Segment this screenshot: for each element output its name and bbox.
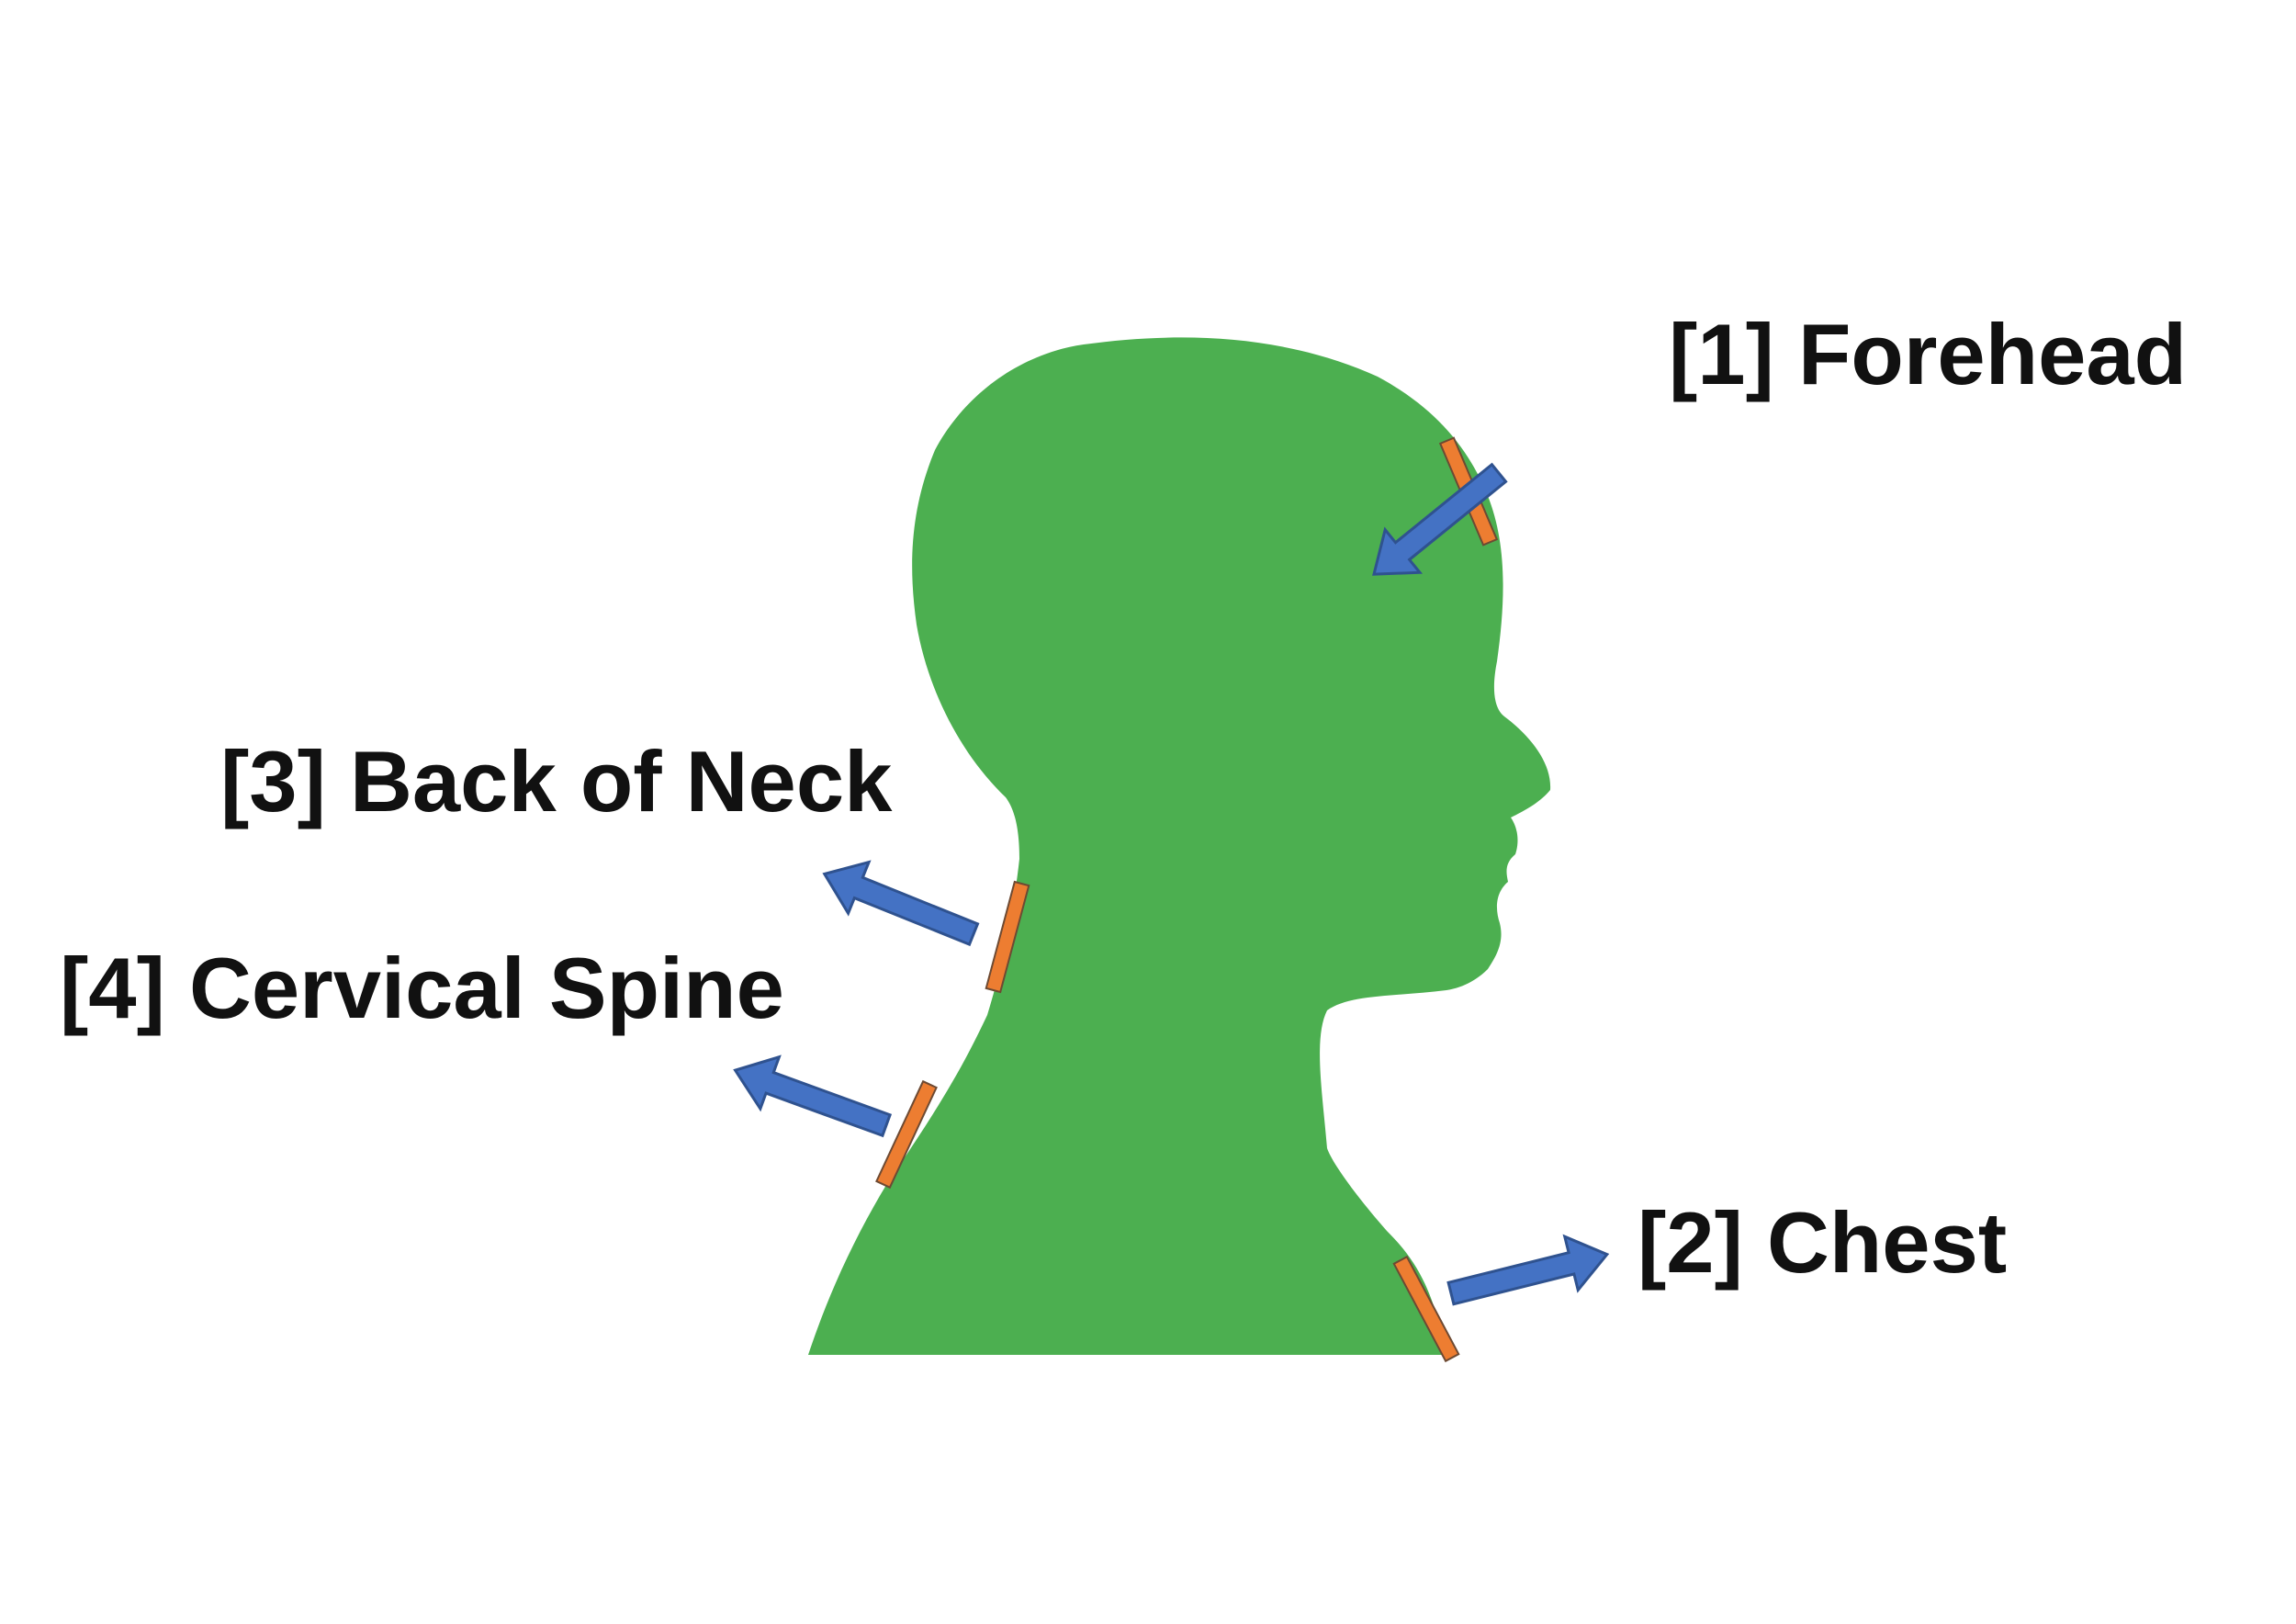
- sensor-patch-chest: [1392, 1255, 1460, 1363]
- sensor-patch-back-of-neck: [985, 880, 1030, 994]
- label-cervical-spine: [4] Cervical Spine: [60, 940, 784, 1036]
- arrow-chest-icon: [1446, 1234, 1610, 1306]
- sensor-patch-cervical-spine: [875, 1079, 938, 1190]
- arrow-back-of-neck-icon: [822, 860, 980, 947]
- arrow-cervical-spine-icon: [733, 1054, 893, 1138]
- arrow-forehead-icon: [1372, 462, 1508, 576]
- label-back-of-neck: [3] Back of Neck: [220, 733, 893, 829]
- label-chest: [2] Chest: [1638, 1194, 2007, 1291]
- label-forehead: [1] Forehead: [1669, 306, 2187, 402]
- head-silhouette-icon: [808, 337, 1551, 1356]
